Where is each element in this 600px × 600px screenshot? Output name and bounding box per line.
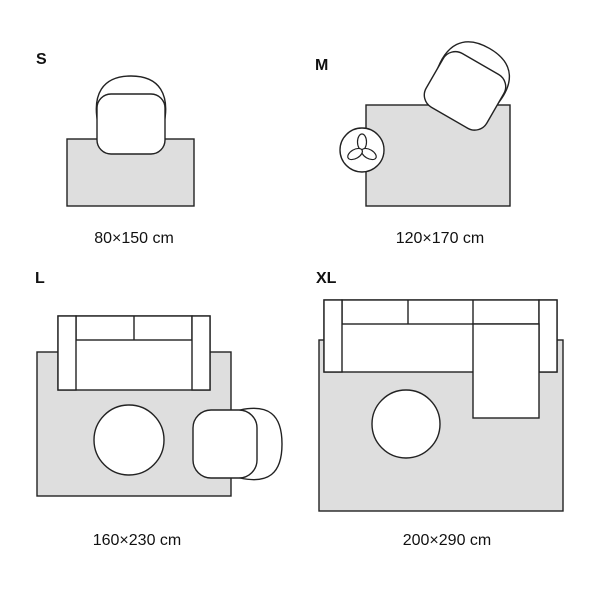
armchair-s-seat — [96, 93, 166, 155]
size-label-l: L — [35, 270, 45, 287]
plant-icon — [339, 127, 385, 173]
sectional-sofa-xl — [323, 299, 558, 419]
coffee-table-xl — [371, 389, 441, 459]
plant-leaf — [356, 133, 368, 151]
dimension-label-s: 80×150 cm — [94, 230, 174, 247]
sectional-xl-arm-left — [323, 299, 343, 373]
panel-xl-drawing — [318, 299, 564, 512]
sofa-l-arm-right — [191, 315, 211, 391]
coffee-table-l — [93, 404, 165, 476]
sectional-xl-chaise — [472, 323, 540, 419]
sectional-xl-arm-right — [538, 299, 558, 373]
size-label-m: M — [315, 57, 329, 74]
armchair-m — [423, 41, 511, 131]
panel-s-drawing — [66, 75, 195, 207]
dimension-label-l: 160×230 cm — [92, 532, 182, 549]
size-label-xl: XL — [316, 270, 337, 287]
size-label-s: S — [36, 51, 47, 68]
panel-l-drawing — [36, 315, 283, 497]
dimension-label-m: 120×170 cm — [395, 230, 485, 247]
sofa-l — [57, 315, 211, 391]
panel-m-drawing — [339, 41, 511, 207]
sofa-l-arm-left — [57, 315, 77, 391]
plant-leaf — [347, 147, 363, 161]
dimension-label-xl: 200×290 cm — [402, 532, 492, 549]
armchair-s — [95, 75, 167, 155]
armchair-m-seat — [423, 50, 507, 131]
sectional-xl-back — [341, 299, 540, 325]
armchair-l — [192, 407, 283, 481]
armchair-l-seat — [192, 409, 258, 479]
